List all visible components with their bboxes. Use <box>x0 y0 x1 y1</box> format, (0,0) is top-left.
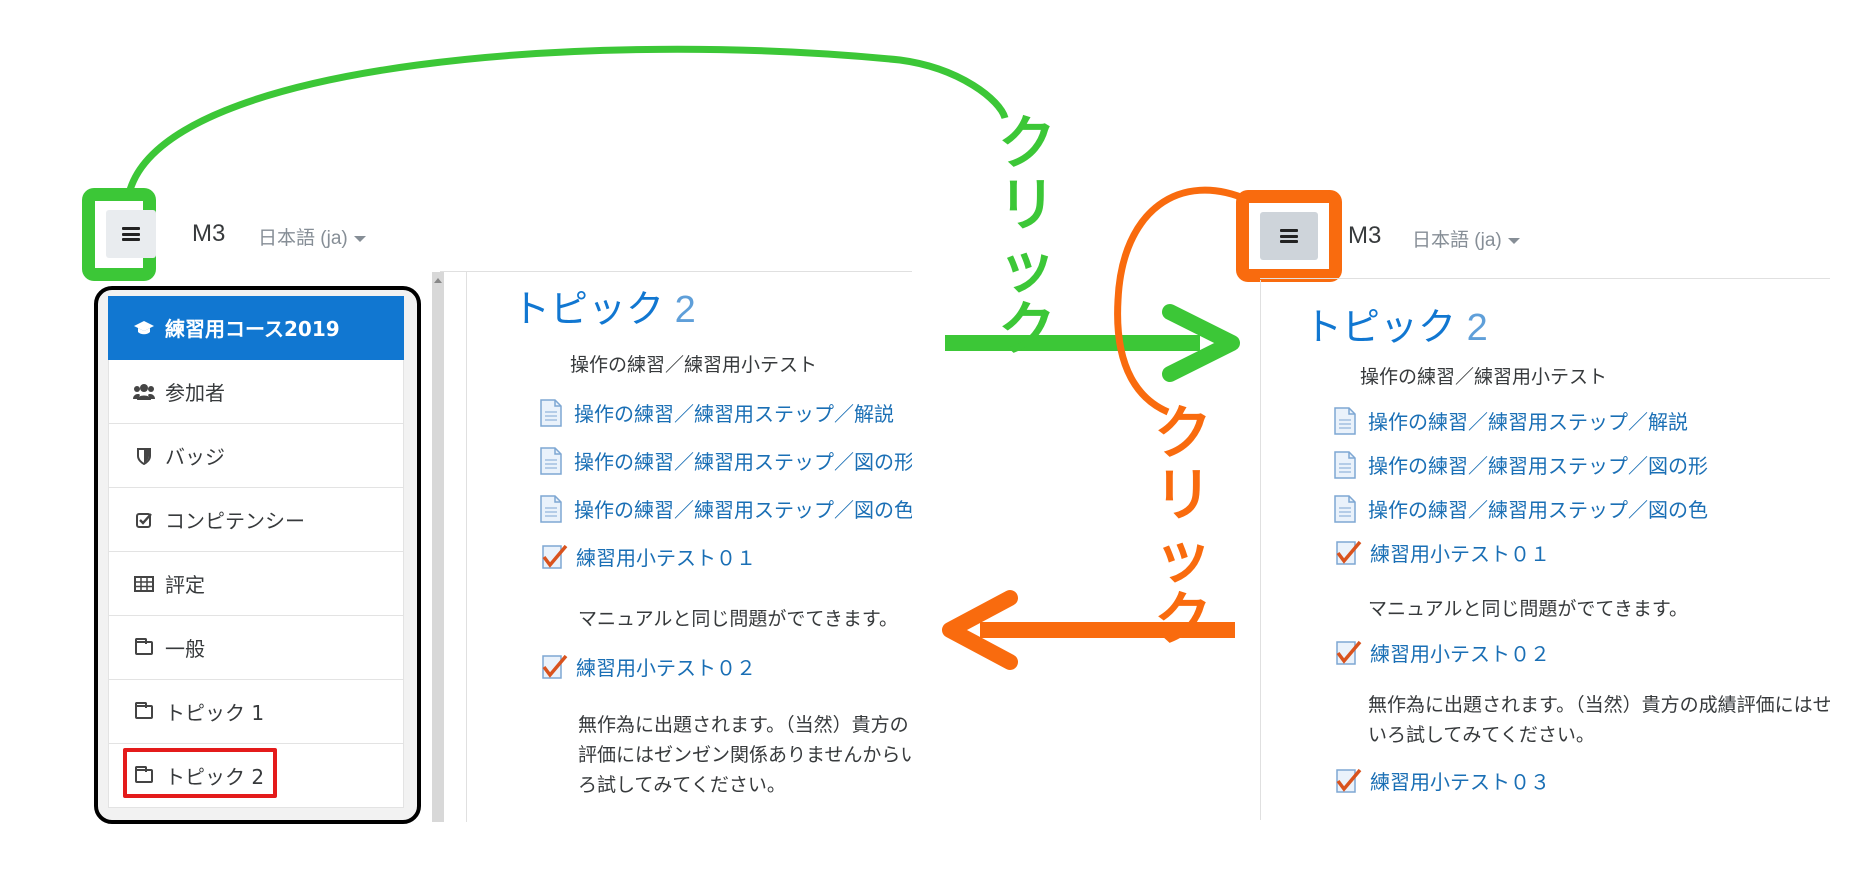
nav-item-badges[interactable]: バッジ <box>108 424 404 488</box>
caret-down-icon <box>1507 237 1520 244</box>
page-icon <box>1334 406 1356 435</box>
header-divider <box>440 271 912 272</box>
red-highlight-box <box>123 748 277 798</box>
page-icon <box>1334 450 1356 479</box>
activity-link[interactable]: 操作の練習／練習用ステップ／図の色 <box>1334 494 1708 523</box>
table-icon <box>133 575 155 592</box>
nav-item-course[interactable]: 練習用コース2019 <box>108 296 404 360</box>
nav-item-label: トピック 1 <box>165 701 265 725</box>
quiz-description: 無作為に出題されます。（当然）貴方の 評価にはゼンゼン関係ありませんからい ろ試… <box>578 714 912 796</box>
page-icon <box>1334 494 1356 523</box>
course-content-left: トピック 2 操作の練習／練習用小テスト 操作の練習／練習用ステップ／解説 操作… <box>500 230 912 830</box>
green-arrow-head <box>1162 304 1240 382</box>
nav-item-participants[interactable]: 参加者 <box>108 360 404 424</box>
section-subtitle: 操作の練習／練習用小テスト <box>1360 366 1608 388</box>
drawer-toggle-button[interactable] <box>106 210 156 258</box>
quiz-link[interactable]: 練習用小テスト０３ <box>1334 766 1550 795</box>
hamburger-icon <box>122 227 140 241</box>
quiz-description: 無作為に出題されます。（当然）貴方の成績評価にはせ いろ試してみてください。 <box>1368 694 1830 746</box>
nav-item-label: 参加者 <box>165 381 225 405</box>
orange-arrow-head <box>942 590 1018 670</box>
page-icon <box>540 398 562 427</box>
nav-item-label: バッジ <box>165 445 225 469</box>
shield-icon <box>133 447 155 465</box>
quiz-link[interactable]: 練習用小テスト０１ <box>1334 538 1550 567</box>
quiz-link[interactable]: 練習用小テスト０２ <box>1334 638 1550 667</box>
activity-link[interactable]: 操作の練習／練習用ステップ／解説 <box>540 398 894 427</box>
page-icon <box>540 446 562 475</box>
orange-click-label: ク リ ッ ク <box>1153 399 1212 653</box>
nav-item-label: トピック 2 <box>165 765 265 789</box>
topic-title: トピック 2 <box>512 289 696 331</box>
quiz-description: マニュアルと同じ問題がでてきます。 <box>578 608 898 630</box>
language-menu[interactable]: 日本語 (ja) <box>258 223 366 250</box>
language-label: 日本語 (ja) <box>1412 230 1502 251</box>
language-menu[interactable]: 日本語 (ja) <box>1412 225 1520 252</box>
quiz-link[interactable]: 練習用小テスト０１ <box>540 542 756 571</box>
green-click-label: ク リ ッ ク <box>997 109 1056 363</box>
checkbox-icon <box>133 511 155 529</box>
drawer-scrollbar[interactable] <box>432 272 444 822</box>
nav-item-label: 練習用コース2019 <box>165 317 340 341</box>
nav-drawer: 練習用コース2019 参加者 バッジ コンピテンシー <box>94 286 421 824</box>
nav-item-general[interactable]: 一般 <box>108 616 404 680</box>
nav-item-competencies[interactable]: コンピテンシー <box>108 488 404 552</box>
activity-link[interactable]: 操作の練習／練習用ステップ／図の形 <box>1334 450 1708 479</box>
caret-down-icon <box>353 235 366 242</box>
folder-icon <box>133 701 155 719</box>
page-icon <box>540 494 562 523</box>
content-divider <box>466 272 467 822</box>
quiz-icon <box>1334 767 1362 795</box>
quiz-icon <box>540 653 568 681</box>
quiz-icon <box>1334 639 1362 667</box>
orange-curve-arrow <box>1114 186 1250 416</box>
activity-link[interactable]: 操作の練習／練習用ステップ／図の色 <box>540 494 912 523</box>
activity-link[interactable]: 操作の練習／練習用ステップ／図の形 <box>540 446 912 475</box>
folder-icon <box>133 637 155 655</box>
course-content-right: トピック 2 操作の練習／練習用小テスト 操作の練習／練習用ステップ／解説 操作… <box>1300 240 1830 840</box>
nav-item-topic-1[interactable]: トピック 1 <box>108 680 404 744</box>
quiz-link[interactable]: 練習用小テスト０２ <box>540 652 756 681</box>
left-screenshot: M3 日本語 (ja) 練習用コース2019 参加者 バ <box>0 0 912 873</box>
users-icon <box>133 383 155 401</box>
hamburger-icon <box>1280 229 1298 243</box>
nav-item-label: 一般 <box>165 637 205 661</box>
graduation-cap-icon <box>133 319 155 337</box>
site-name[interactable]: M3 <box>192 220 226 247</box>
quiz-icon <box>1334 539 1362 567</box>
nav-drawer-list: 練習用コース2019 参加者 バッジ コンピテンシー <box>108 296 404 808</box>
nav-item-topic-2[interactable]: トピック 2 <box>108 744 404 808</box>
nav-item-label: 評定 <box>165 573 205 597</box>
header-divider <box>1260 278 1830 279</box>
section-subtitle: 操作の練習／練習用小テスト <box>570 354 818 376</box>
activity-link[interactable]: 操作の練習／練習用ステップ／解説 <box>1334 406 1688 435</box>
language-label: 日本語 (ja) <box>258 228 348 249</box>
content-border <box>1260 280 1261 820</box>
quiz-description: マニュアルと同じ問題がでてきます。 <box>1368 598 1688 620</box>
quiz-icon <box>540 543 568 571</box>
topic-title: トピック 2 <box>1304 307 1488 349</box>
drawer-toggle-button[interactable] <box>1260 212 1318 260</box>
site-name[interactable]: M3 <box>1348 222 1382 249</box>
nav-item-grades[interactable]: 評定 <box>108 552 404 616</box>
folder-icon <box>133 765 155 783</box>
nav-item-label: コンピテンシー <box>165 509 305 533</box>
